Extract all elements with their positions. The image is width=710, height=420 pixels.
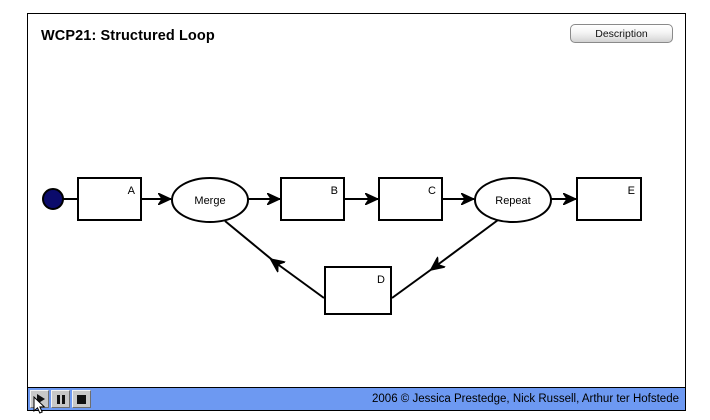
task-e-label: E bbox=[628, 185, 635, 197]
gateway-repeat-label: Repeat bbox=[495, 195, 530, 207]
flow-repeat-to-d-segment1 bbox=[436, 219, 499, 266]
pause-button[interactable] bbox=[51, 390, 70, 408]
diagram-panel: WCP21: Structured Loop Description bbox=[27, 13, 686, 411]
task-d-label: D bbox=[377, 274, 385, 286]
workflow-diagram: A B C D E bbox=[42, 177, 642, 315]
task-c[interactable]: C bbox=[378, 177, 443, 221]
gateway-merge-label: Merge bbox=[194, 195, 225, 207]
sequence-flows bbox=[63, 199, 576, 299]
description-button[interactable]: Description bbox=[570, 24, 673, 43]
task-b[interactable]: B bbox=[280, 177, 345, 221]
gateway-nodes: Merge Repeat bbox=[171, 177, 552, 223]
stop-button[interactable] bbox=[72, 390, 91, 408]
task-c-label: C bbox=[428, 185, 436, 197]
start-event-icon bbox=[42, 188, 64, 210]
status-bar: 2006 © Jessica Prestedge, Nick Russell, … bbox=[28, 387, 685, 410]
task-a[interactable]: A bbox=[77, 177, 142, 221]
page-title: WCP21: Structured Loop bbox=[41, 28, 215, 44]
task-b-label: B bbox=[331, 185, 338, 197]
flow-repeat-to-d-segment2 bbox=[391, 265, 437, 299]
gateway-merge[interactable]: Merge bbox=[171, 177, 249, 223]
media-controls bbox=[30, 390, 91, 408]
flow-d-to-merge-segment1 bbox=[276, 263, 325, 299]
task-nodes: A B C D E bbox=[77, 177, 642, 315]
flow-d-to-merge-segment2 bbox=[224, 220, 277, 264]
diagram-canvas: A B C D E bbox=[28, 14, 685, 384]
pause-icon bbox=[56, 394, 65, 404]
gateway-repeat[interactable]: Repeat bbox=[474, 177, 552, 223]
play-button[interactable] bbox=[30, 390, 49, 408]
stop-icon bbox=[77, 394, 86, 404]
play-icon bbox=[36, 394, 45, 404]
task-d[interactable]: D bbox=[324, 266, 392, 315]
task-e[interactable]: E bbox=[576, 177, 642, 221]
task-a-label: A bbox=[128, 185, 136, 197]
copyright-text: 2006 © Jessica Prestedge, Nick Russell, … bbox=[372, 393, 679, 405]
